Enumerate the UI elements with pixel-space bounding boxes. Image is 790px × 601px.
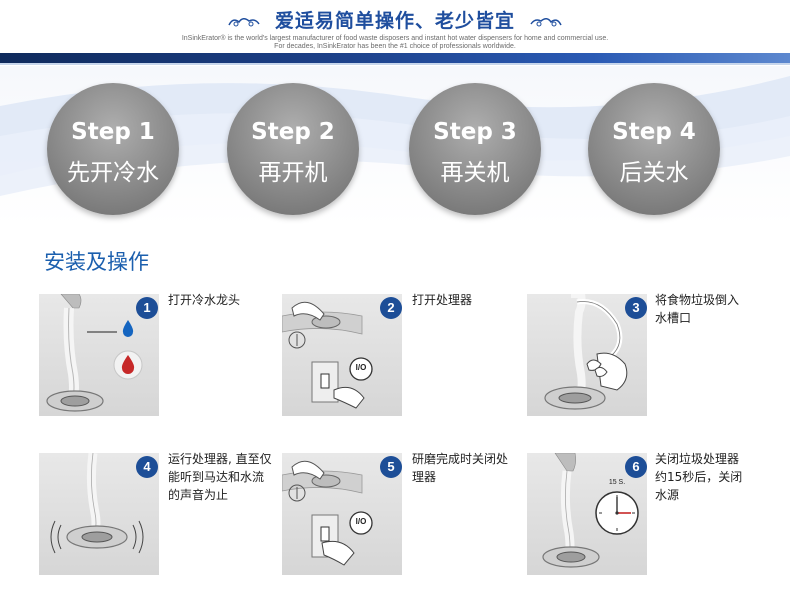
faucet-water-illustration (46, 294, 117, 412)
instruction-text-2: 打开处理器 (412, 293, 473, 307)
step-3-label: Step 3 (433, 119, 517, 145)
instruction-number-3: 3 (625, 297, 647, 319)
header-bar (0, 53, 790, 63)
header-subtitle-line1: InSinkErator® is the world's largest man… (181, 35, 609, 42)
switch-on-illustration (282, 301, 373, 409)
instruction-text-5: 研磨完成时关闭处理器 (412, 452, 509, 484)
switch-off-illustration (282, 460, 373, 566)
header-subtitle-line2: For decades, InSinkErator has been the #… (274, 43, 516, 50)
step-2-label: Step 2 (251, 119, 335, 145)
hot-water-drop-icon (113, 350, 143, 380)
step-4-text: 后关水 (619, 160, 689, 186)
faucet-timer-illustration (542, 453, 639, 568)
instruction-text-3: 将食物垃圾倒入水槽口 (655, 293, 740, 325)
step-4-circle: Step 4 后关水 (588, 83, 720, 215)
step-1-text: 先开冷水 (67, 160, 159, 186)
switch-label-2: I/O (355, 363, 367, 372)
step-2-text: 再开机 (258, 160, 328, 186)
instruction-number-1: 1 (136, 297, 158, 319)
instruction-number-6: 6 (625, 456, 647, 478)
switch-label-5: I/O (355, 517, 367, 526)
food-waste-illustration (544, 294, 628, 410)
cloud-ornament-left-icon (228, 17, 260, 26)
instruction-card-2: I/O (282, 294, 402, 416)
header-title: 爱适易简单操作、老少皆宜 (274, 10, 515, 32)
instruction-number-2: 2 (380, 297, 402, 319)
instruction-number-4: 4 (136, 456, 158, 478)
instruction-number-5: 5 (380, 456, 402, 478)
running-disposer-illustration (50, 453, 144, 554)
step-1-circle: Step 1 先开冷水 (47, 83, 179, 215)
step-4-label: Step 4 (612, 119, 696, 145)
instruction-text-4: 运行处理器, 直至仅能听到马达和水流的声音为止 (168, 452, 272, 502)
step-2-circle: Step 2 再开机 (227, 83, 359, 215)
header: 爱适易简单操作、老少皆宜 InSinkErator® is the world'… (0, 0, 790, 65)
instruction-text-6: 关闭垃圾处理器约15秒后，关闭水源 (655, 452, 743, 502)
cold-water-drop-icon (122, 320, 134, 337)
header-bar-highlight (0, 63, 790, 65)
step-3-text: 再关机 (440, 160, 510, 186)
instruction-card-5: I/O (282, 453, 402, 575)
instruction-text-1: 打开冷水龙头 (168, 293, 241, 307)
step-1-label: Step 1 (71, 119, 155, 145)
header-title-row: 爱适易简单操作、老少皆宜 (0, 6, 790, 33)
cloud-ornament-right-icon (530, 17, 562, 26)
timer-label: 15 S. (608, 479, 626, 486)
step-3-circle: Step 3 再关机 (409, 83, 541, 215)
section-title: 安装及操作 (44, 250, 149, 274)
instruction-card-1 (39, 294, 159, 416)
